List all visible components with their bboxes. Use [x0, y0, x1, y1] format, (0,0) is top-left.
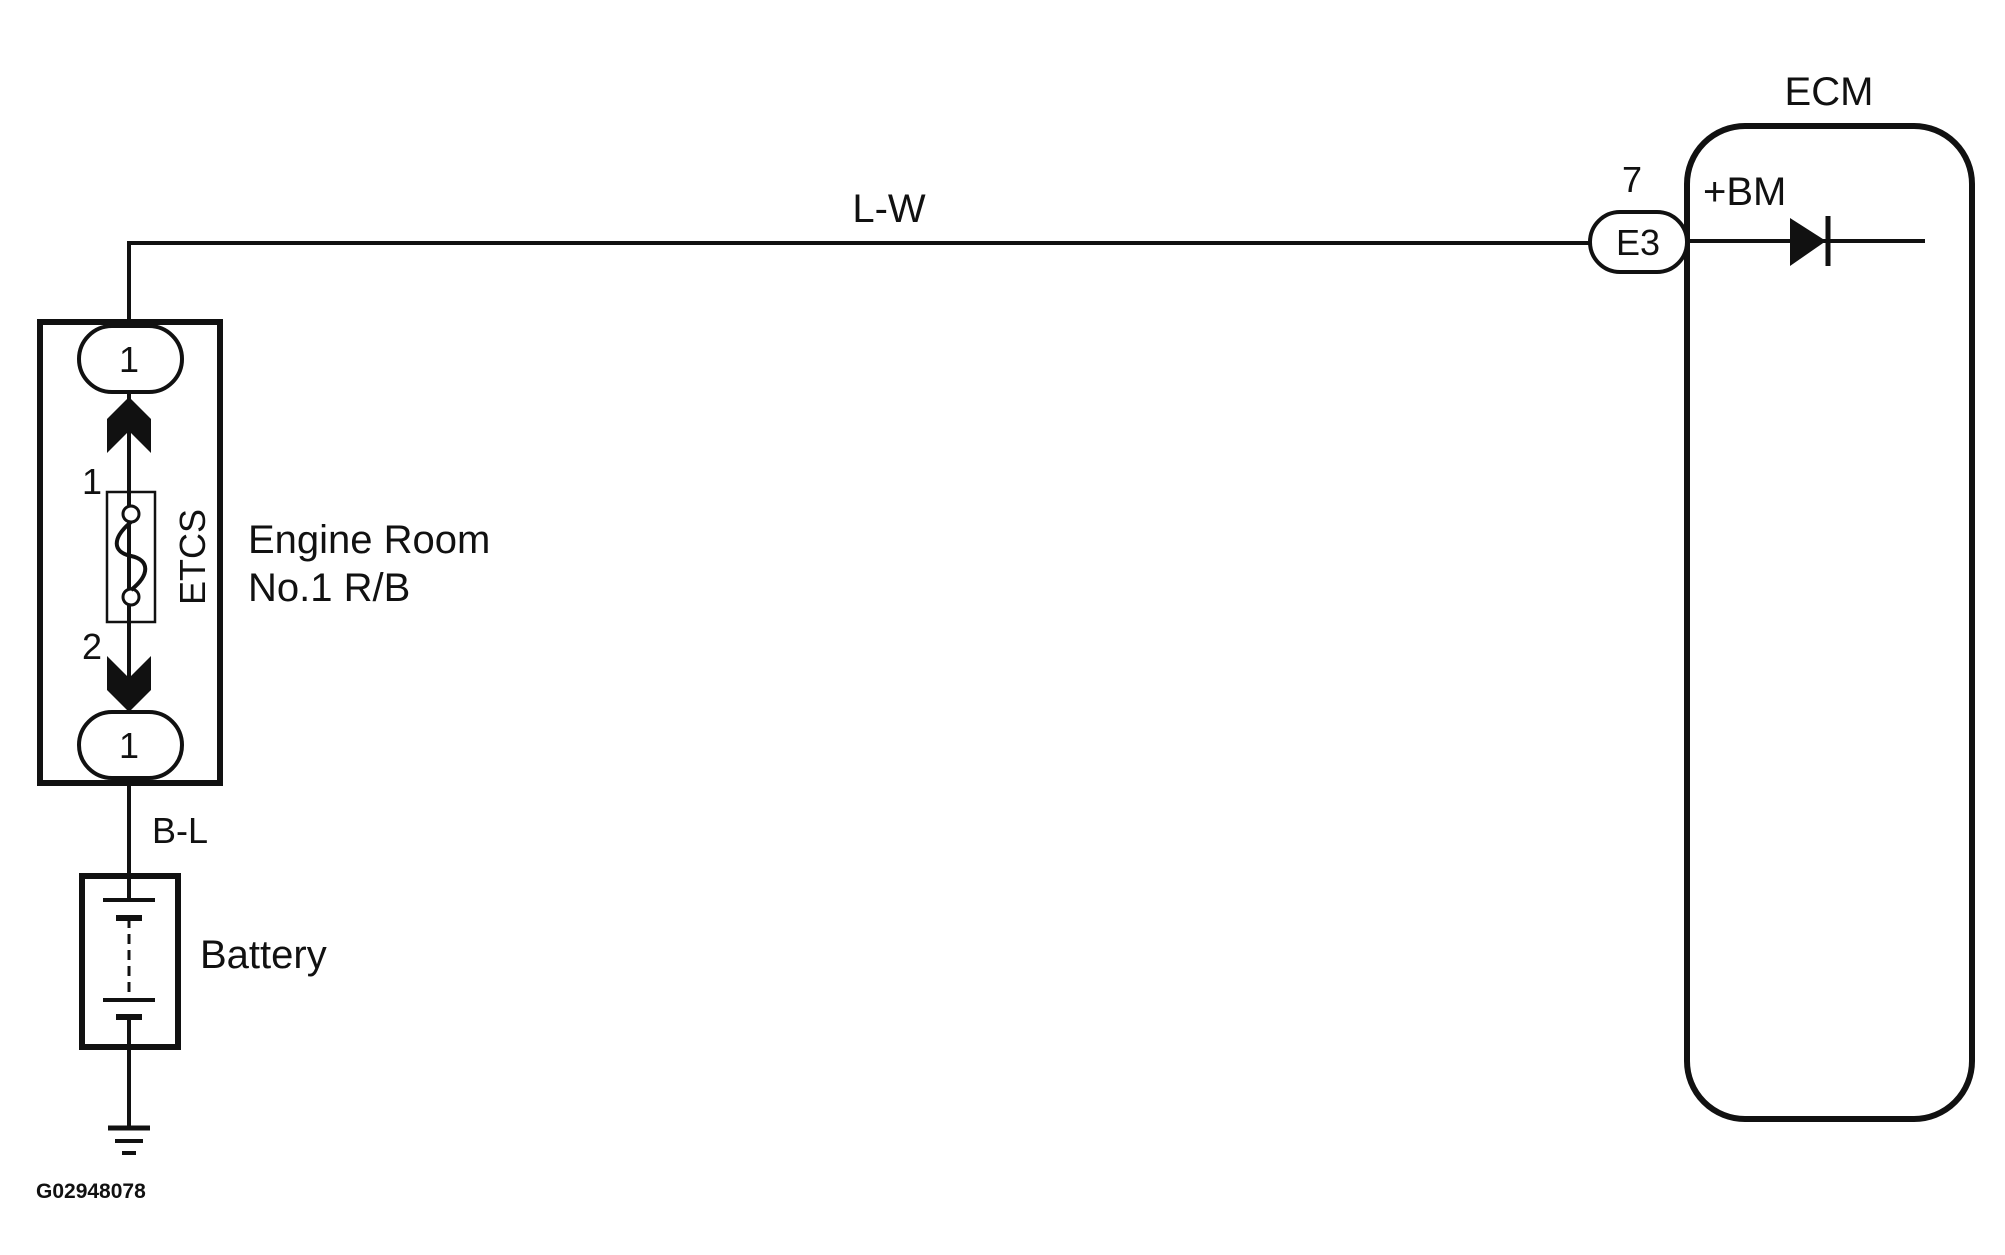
- battery-label: Battery: [200, 933, 327, 977]
- fuse-pin-top: 1: [82, 461, 102, 502]
- ecm-box: [1684, 123, 1975, 1122]
- battery-icon: [103, 876, 155, 1047]
- diode-icon: [1687, 216, 1925, 266]
- relay-block-top-connector-pin: 1: [119, 339, 139, 380]
- arrow-down-icon: [107, 656, 151, 712]
- relay-block-name-line2: No.1 R/B: [248, 566, 410, 610]
- relay-block-bottom-connector-pin: 1: [119, 725, 139, 766]
- wire-b-l-label: B-L: [152, 810, 208, 851]
- connector-e3: [1588, 210, 1689, 274]
- wire-l-w: [127, 241, 1590, 322]
- ecm-terminal-label: +BM: [1703, 170, 1786, 214]
- wire-l-w-label: L-W: [852, 187, 926, 231]
- connector-e3-pin: 7: [1622, 159, 1642, 200]
- ecm-title: ECM: [1785, 70, 1874, 114]
- arrow-up-icon: [107, 397, 151, 453]
- fuse-name: ETCS: [172, 509, 213, 605]
- fuse-pin-bottom: 2: [82, 626, 102, 667]
- relay-block-bottom-connector: [77, 710, 184, 780]
- relay-block-top-connector: [77, 324, 184, 394]
- fuse-icon: [105, 490, 157, 624]
- relay-block-name-line1: Engine Room: [248, 518, 490, 562]
- figure-code: G02948078: [36, 1180, 146, 1203]
- ground-icon: [108, 1125, 150, 1155]
- connector-e3-label: E3: [1616, 222, 1660, 263]
